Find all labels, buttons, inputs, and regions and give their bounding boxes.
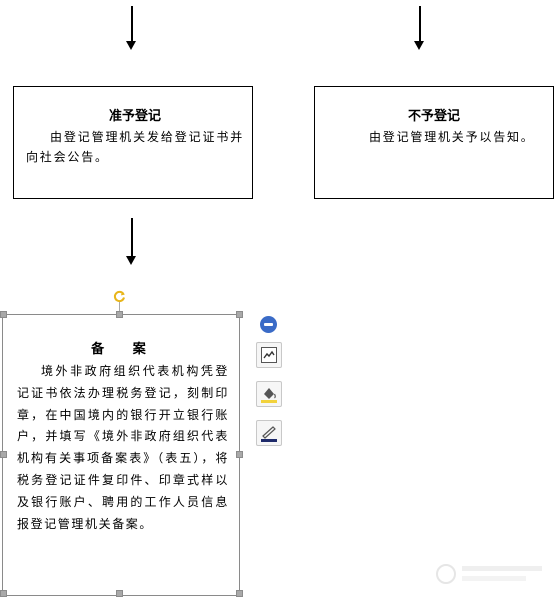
arrow-top-right xyxy=(414,6,426,50)
filing-box[interactable]: 备案 境外非政府组织代表机构凭登记证书依法办理税务登记，刻制印章，在中国境内的银… xyxy=(2,314,240,596)
resize-handle-bottom-right[interactable] xyxy=(236,590,243,597)
reject-body: 由登记管理机关予以告知。 xyxy=(369,130,535,144)
shape-fill-icon xyxy=(261,388,277,403)
resize-handle-top-right[interactable] xyxy=(236,311,243,318)
resize-handle-bottom-left[interactable] xyxy=(0,590,7,597)
shape-fill-button[interactable] xyxy=(256,381,282,407)
resize-handle-right[interactable] xyxy=(236,451,243,458)
shape-outline-button[interactable] xyxy=(256,420,282,446)
arrow-to-filing xyxy=(126,218,138,265)
resize-handle-top-left[interactable] xyxy=(0,311,7,318)
resize-handle-left[interactable] xyxy=(0,451,7,458)
approve-body: 由登记管理机关发给登记证书并向社会公告。 xyxy=(26,130,244,164)
arrow-top-left xyxy=(126,6,138,50)
resize-handle-top[interactable] xyxy=(116,311,123,318)
watermark-logo xyxy=(436,564,542,584)
shape-outline-icon xyxy=(261,426,277,442)
layout-options-icon xyxy=(261,347,277,363)
minus-circle-icon[interactable] xyxy=(260,316,277,333)
resize-handle-bottom[interactable] xyxy=(116,590,123,597)
filing-body: 境外非政府组织代表机构凭登记证书依法办理税务登记，刻制印章，在中国境内的银行开立… xyxy=(17,364,229,531)
filing-title: 备案 xyxy=(91,342,175,357)
reject-title: 不予登记 xyxy=(407,109,460,124)
approve-registration-box: 准予登记 由登记管理机关发给登记证书并向社会公告。 xyxy=(13,86,253,199)
approve-title: 准予登记 xyxy=(108,109,161,124)
layout-options-button[interactable] xyxy=(256,342,282,368)
rotate-handle-icon[interactable] xyxy=(113,290,126,303)
reject-registration-box: 不予登记 由登记管理机关予以告知。 xyxy=(314,86,554,199)
rotate-stem xyxy=(119,302,120,312)
